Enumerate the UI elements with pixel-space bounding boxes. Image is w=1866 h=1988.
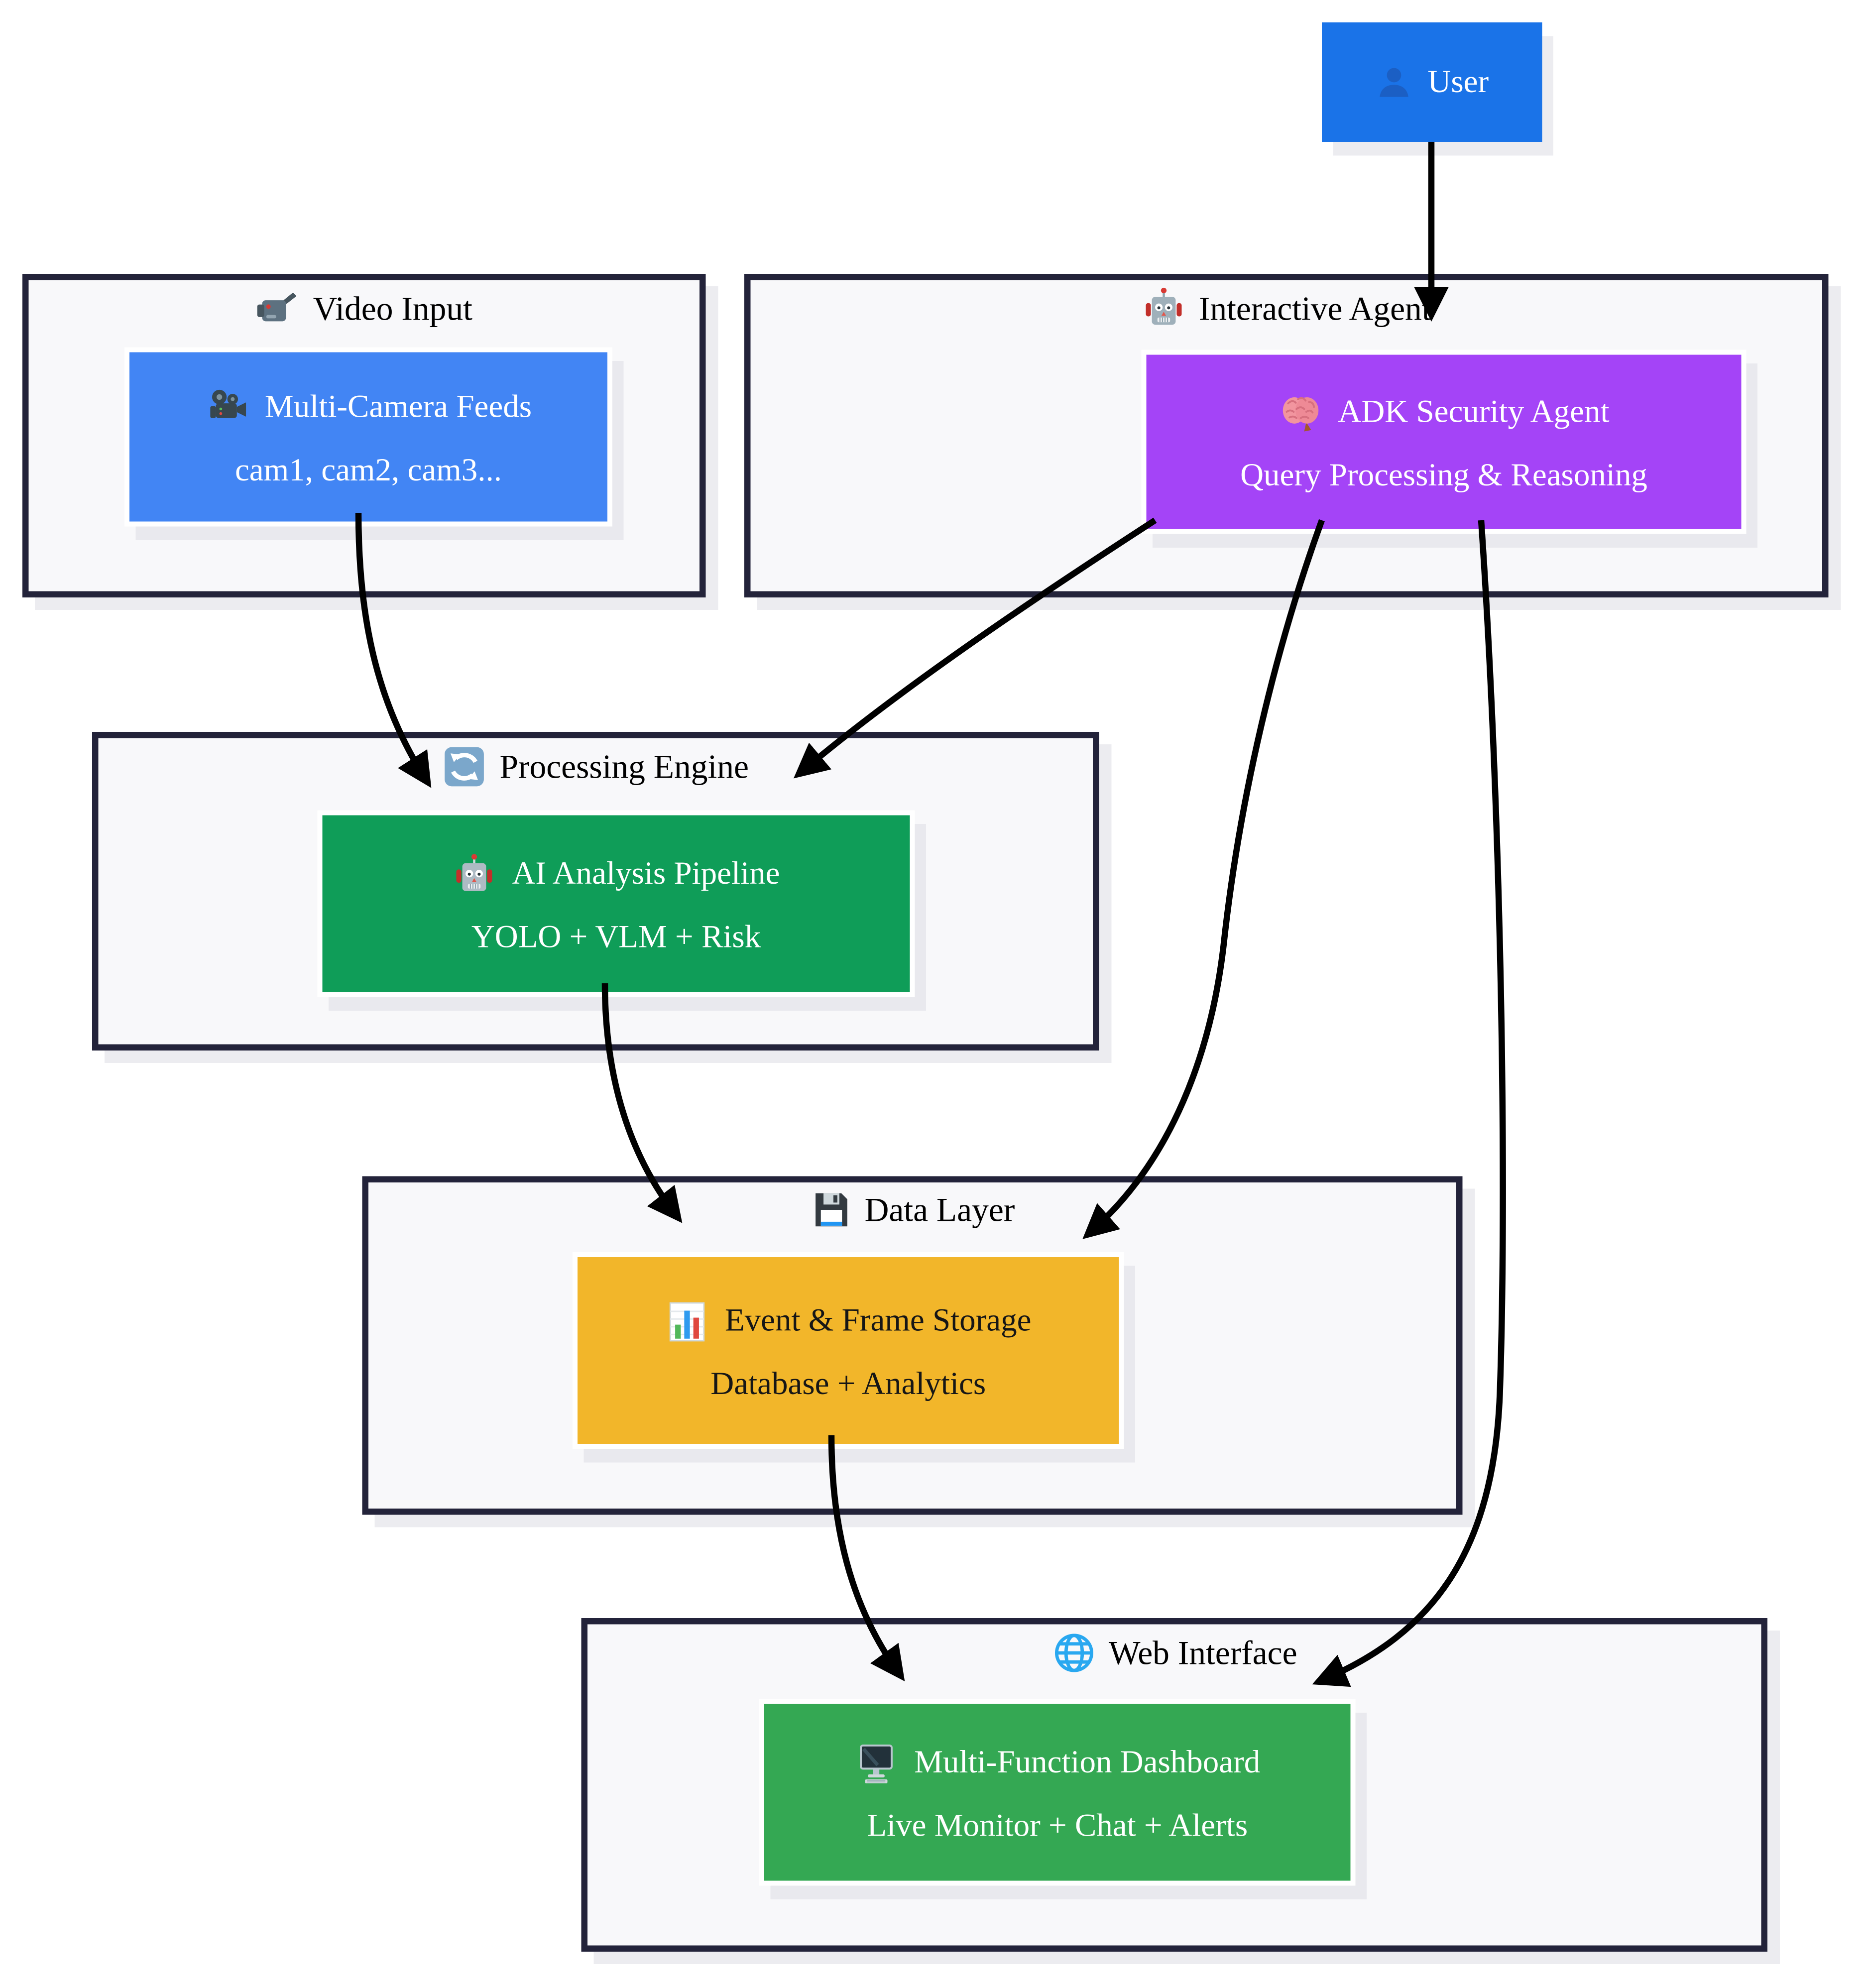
group-web-interface-label: Web Interface bbox=[1108, 1634, 1297, 1671]
group-interactive-agent: Interactive Agent ADK Security Agent Que… bbox=[744, 274, 1829, 597]
node-adk-agent-line2: Query Processing & Reasoning bbox=[1240, 456, 1647, 493]
group-data-layer-label: Data Layer bbox=[864, 1190, 1015, 1228]
group-processing-engine: Processing Engine AI Analysis Pipeline Y… bbox=[92, 732, 1099, 1051]
node-event-storage-label: Event & Frame Storage bbox=[724, 1302, 1032, 1339]
node-dashboard: Multi-Function Dashboard Live Monitor + … bbox=[759, 1699, 1356, 1886]
group-video-input: Video Input Multi-Camera Feeds cam1, cam… bbox=[22, 274, 706, 597]
group-interactive-agent-label: Interactive Agent bbox=[1198, 289, 1431, 327]
bar-chart-icon bbox=[665, 1299, 710, 1344]
node-ai-pipeline-line1: AI Analysis Pipeline bbox=[452, 852, 780, 897]
group-video-input-label: Video Input bbox=[313, 289, 472, 327]
brain-icon bbox=[1278, 390, 1323, 435]
node-dashboard-line1: Multi-Function Dashboard bbox=[854, 1741, 1260, 1786]
group-data-layer-title: Data Layer bbox=[368, 1189, 1456, 1231]
group-interactive-agent-title: Interactive Agent bbox=[751, 286, 1823, 331]
node-adk-agent-line1: ADK Security Agent bbox=[1278, 390, 1610, 435]
desktop-computer-icon bbox=[854, 1741, 899, 1786]
group-processing-engine-title: Processing Engine bbox=[99, 744, 1093, 789]
node-ai-pipeline: AI Analysis Pipeline YOLO + VLM + Risk bbox=[317, 810, 915, 997]
user-silhouette-icon bbox=[1375, 64, 1412, 101]
node-user-label: User bbox=[1427, 63, 1489, 100]
group-data-layer: Data Layer Event & Frame Storage Databas… bbox=[362, 1176, 1463, 1515]
node-event-storage: Event & Frame Storage Database + Analyti… bbox=[573, 1252, 1124, 1449]
globe-icon bbox=[1051, 1631, 1096, 1675]
node-camera-feeds-label: Multi-Camera Feeds bbox=[264, 389, 532, 425]
floppy-disk-icon bbox=[810, 1189, 852, 1231]
group-web-interface: Web Interface Multi-Function Dashboard L… bbox=[581, 1618, 1767, 1952]
node-event-storage-line1: Event & Frame Storage bbox=[665, 1299, 1032, 1344]
group-web-interface-title: Web Interface bbox=[587, 1631, 1761, 1675]
robot-icon bbox=[452, 852, 497, 897]
robot-icon bbox=[1142, 286, 1186, 331]
group-processing-engine-label: Processing Engine bbox=[499, 747, 749, 785]
movie-camera-icon bbox=[205, 385, 250, 430]
node-user: User bbox=[1322, 22, 1542, 142]
node-camera-feeds-line1: Multi-Camera Feeds bbox=[205, 385, 532, 430]
node-camera-feeds-line2: cam1, cam2, cam3... bbox=[234, 451, 502, 488]
node-ai-pipeline-label: AI Analysis Pipeline bbox=[512, 855, 780, 892]
node-adk-agent-label: ADK Security Agent bbox=[1338, 394, 1610, 430]
node-camera-feeds: Multi-Camera Feeds cam1, cam2, cam3... bbox=[124, 347, 612, 527]
edge-adk-agent-to-event-storage bbox=[1082, 519, 1325, 1239]
video-camera-icon bbox=[256, 286, 301, 331]
node-ai-pipeline-line2: YOLO + VLM + Risk bbox=[471, 918, 761, 954]
node-dashboard-line2: Live Monitor + Chat + Alerts bbox=[867, 1807, 1248, 1843]
node-adk-agent: ADK Security Agent Query Processing & Re… bbox=[1141, 350, 1747, 534]
node-dashboard-label: Multi-Function Dashboard bbox=[914, 1744, 1261, 1781]
group-video-input-title: Video Input bbox=[29, 286, 700, 331]
node-event-storage-line2: Database + Analytics bbox=[710, 1365, 986, 1402]
refresh-arrows-icon bbox=[442, 744, 487, 789]
